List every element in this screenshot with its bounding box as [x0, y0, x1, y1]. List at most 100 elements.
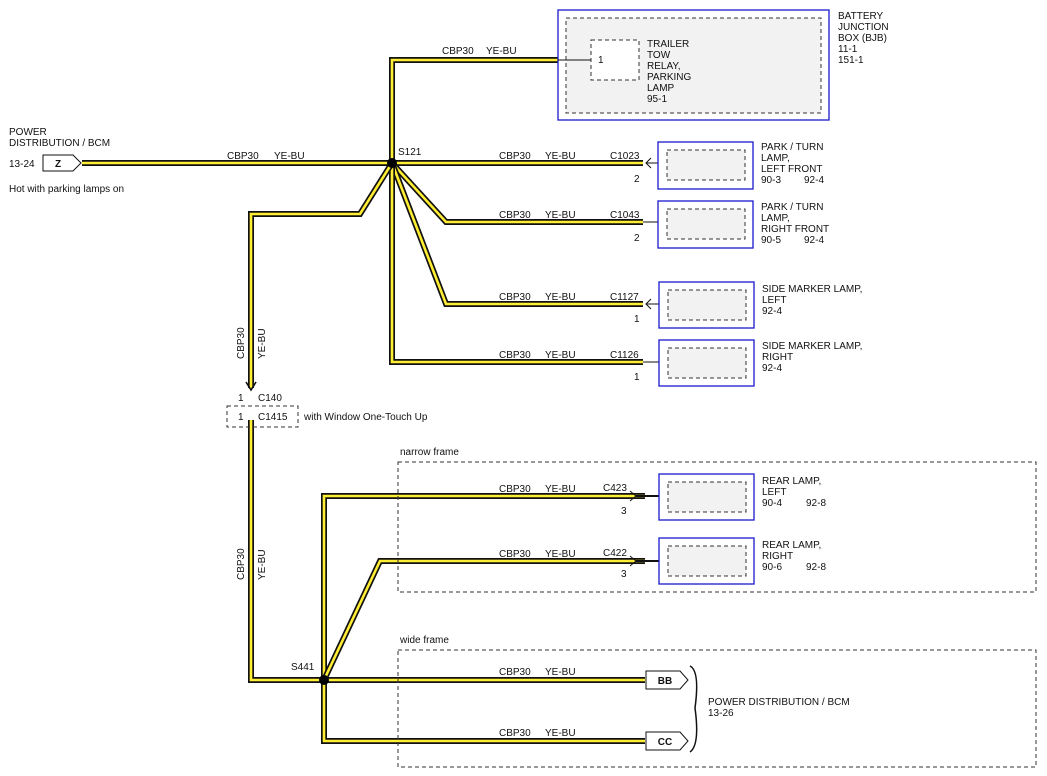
- wire-label-color: YE-BU: [274, 151, 305, 162]
- lamp-name-line-1: SIDE MARKER LAMP,: [762, 284, 862, 295]
- bcm-bracket: [689, 665, 698, 753]
- wire-label-circuit: CBP30: [499, 292, 531, 303]
- c140-pin: 1: [238, 393, 244, 404]
- bjb-relay-line-3: RELAY,: [647, 61, 681, 72]
- connector-pin: 3: [621, 569, 627, 580]
- splice-s121-dot: [387, 158, 397, 168]
- lamp-name-line-3: 92-4: [762, 306, 782, 317]
- lamp-name-line-2: LAMP,: [761, 153, 790, 164]
- connector-pin: 1: [634, 314, 640, 325]
- wire-label-circuit: CBP30: [442, 46, 474, 57]
- wire-label-color: YE-BU: [545, 728, 576, 739]
- wire-label-color: YE-BU: [545, 667, 576, 678]
- source-title-line-1: POWER: [9, 127, 47, 138]
- battery-junction-box: 1 TRAILER TOW RELAY, PARKING LAMP 95-1 B…: [557, 9, 889, 121]
- wire-label-circuit: CBP30: [499, 549, 531, 560]
- wire-label-circuit: CBP30: [499, 151, 531, 162]
- wire-label-color-vertical: YE-BU: [257, 328, 268, 359]
- wire-label-circuit-vertical: CBP30: [236, 548, 247, 580]
- source-title-line-2: DISTRIBUTION / BCM: [9, 138, 110, 149]
- wide-frame-region: wide frame BB CC POWER DISTRIBUTION / BC…: [397, 635, 1037, 768]
- source-note: Hot with parking lamps on: [9, 184, 124, 195]
- wire-label-circuit: CBP30: [499, 350, 531, 361]
- wire-label-circuit: CBP30: [499, 484, 531, 495]
- lamp-side-marker-right: C1126 1 SIDE MARKER LAMP, RIGHT 92-4: [610, 339, 862, 387]
- wire-label-color: YE-BU: [486, 46, 517, 57]
- lamp-name-line-2: RIGHT: [762, 551, 793, 562]
- splice-s441-label: S441: [291, 662, 315, 673]
- lamp-side-marker-left: C1127 1 SIDE MARKER LAMP, LEFT 92-4: [610, 281, 862, 329]
- lamp-ref-2: 92-8: [806, 562, 826, 573]
- splice-s121-label: S121: [398, 147, 422, 158]
- source-bcm: POWER DISTRIBUTION / BCM 13-24 Z Hot wit…: [9, 127, 124, 195]
- lamp-ref-1: 90-3: [761, 175, 781, 186]
- wire-c1415-to-s441: [248, 420, 324, 683]
- bjb-title-line-2: JUNCTION: [838, 22, 889, 33]
- lamp-ref-1: 90-6: [762, 562, 782, 573]
- lamp-name-line-1: REAR LAMP,: [762, 540, 821, 551]
- lamp-ref-2: 92-8: [806, 498, 826, 509]
- connector-pin: 2: [634, 174, 640, 185]
- bjb-title-line-3: BOX (BJB): [838, 33, 887, 44]
- bjb-relay-line-6: 95-1: [647, 94, 667, 105]
- wire-label-color: YE-BU: [545, 484, 576, 495]
- terminal-bb-flag: [645, 670, 689, 690]
- bjb-relay-line-4: PARKING: [647, 72, 691, 83]
- lamp-name-line-3: RIGHT FRONT: [761, 224, 829, 235]
- lamp-ref-2: 92-4: [804, 235, 824, 246]
- lamp-inner: [667, 545, 747, 577]
- lamp-inner: [667, 347, 747, 379]
- lamp-name-line-3: 92-4: [762, 363, 782, 374]
- splice-s441-dot: [319, 675, 329, 685]
- inline-connectors: 1 C140 1 C1415 with Window One-Touch Up: [226, 381, 428, 428]
- wires: [82, 57, 645, 744]
- wire-s441-to-c423: [321, 493, 645, 680]
- lamp-name-line-1: SIDE MARKER LAMP,: [762, 341, 862, 352]
- lamp-name-line-3: LEFT FRONT: [761, 164, 822, 175]
- lamp-park-turn-left-front: C1023 2 PARK / TURN LAMP, LEFT FRONT 90-…: [610, 141, 824, 190]
- bjb-relay-pin: 1: [598, 55, 604, 66]
- lamp-ref-1: 90-4: [762, 498, 782, 509]
- c140-label: C140: [258, 393, 282, 404]
- lamp-rear-right: C422 3 REAR LAMP, RIGHT 90-6 92-8: [603, 537, 826, 585]
- lamp-name-line-2: LEFT: [762, 295, 786, 306]
- wire-s121-to-bjb: [389, 57, 558, 163]
- bjb-title-line-1: BATTERY: [838, 11, 884, 22]
- connector-label: C1043: [610, 210, 640, 221]
- lamp-park-turn-right-front: C1043 2 PARK / TURN LAMP, RIGHT FRONT 90…: [610, 200, 829, 249]
- lamp-name-line-1: PARK / TURN: [761, 142, 823, 153]
- wire-label-color: YE-BU: [545, 210, 576, 221]
- terminal-bb-label: BB: [658, 676, 672, 687]
- connector-label: C1127: [610, 292, 639, 303]
- connector-pin: 3: [621, 506, 627, 517]
- c1415-note: with Window One-Touch Up: [303, 412, 428, 423]
- bjb-title-line-5: 151-1: [838, 55, 864, 66]
- wire-s441-to-cc: [321, 680, 645, 744]
- wire-label-circuit: CBP30: [499, 728, 531, 739]
- splice-s121: S121: [387, 147, 422, 168]
- bcm-out-title: POWER DISTRIBUTION / BCM: [708, 697, 850, 708]
- connector-label: C1023: [610, 151, 640, 162]
- splice-s441: S441: [291, 662, 329, 685]
- connector-label: C1126: [610, 350, 639, 361]
- wire-label-color: YE-BU: [545, 549, 576, 560]
- lamp-name-line-1: REAR LAMP,: [762, 476, 821, 487]
- source-terminal-flag: [42, 154, 82, 172]
- wire-s121-to-c1126: [389, 163, 643, 365]
- c1415-pin: 1: [238, 412, 244, 423]
- narrow-frame-region: narrow frame C423 3 REAR LAMP, LEFT 90-4…: [397, 447, 1037, 593]
- wire-label-color: YE-BU: [545, 151, 576, 162]
- lamp-name-line-2: LEFT: [762, 487, 786, 498]
- wire-labels: CBP30 YE-BU CBP30 YE-BU CBP30 YE-BU CBP3…: [227, 46, 576, 739]
- terminal-cc-flag: [645, 731, 689, 751]
- lamp-inner: [666, 208, 746, 240]
- terminal-cc-label: CC: [658, 737, 672, 748]
- narrow-frame-box: [397, 461, 1037, 593]
- connector-pin: 1: [634, 372, 640, 383]
- lamp-ref-2: 92-4: [804, 175, 824, 186]
- bjb-relay-line-1: TRAILER: [647, 39, 689, 50]
- connector-label: C422: [603, 548, 627, 559]
- c1415-dashed-box: [226, 405, 299, 428]
- connector-label: C423: [603, 483, 627, 494]
